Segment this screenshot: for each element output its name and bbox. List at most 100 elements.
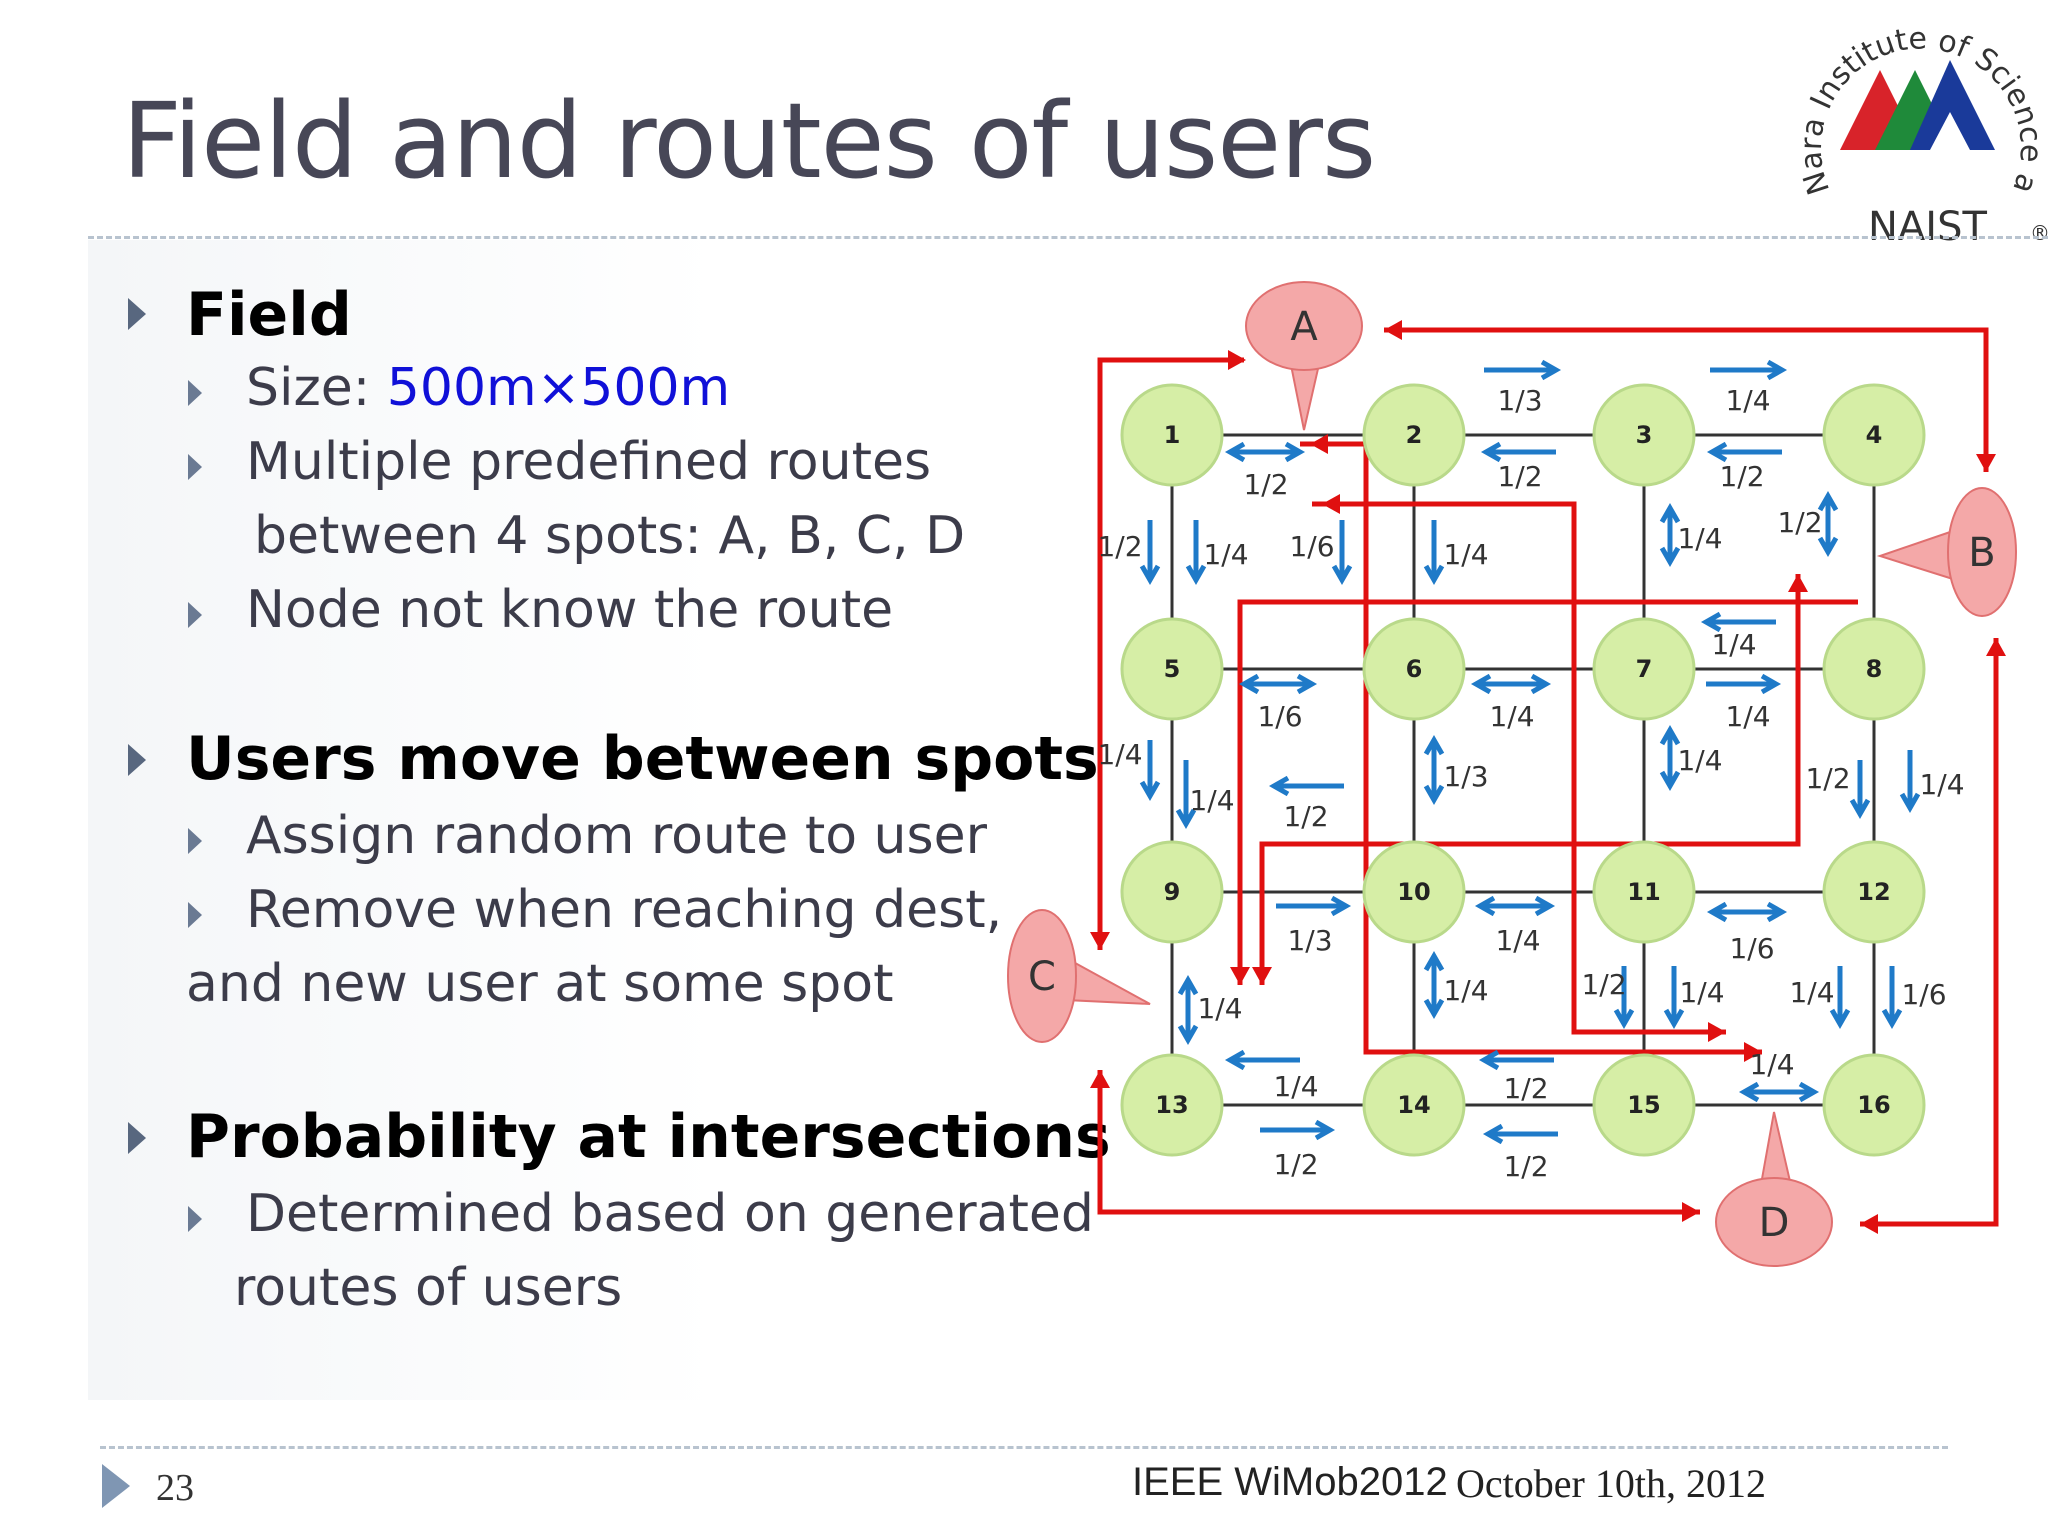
probability-label: 1/6 <box>1257 700 1302 733</box>
red-arrowhead <box>1090 932 1110 950</box>
node-circle <box>1822 1053 1926 1157</box>
spot-callout-tail <box>1065 956 1151 1005</box>
sub-bullet-marker <box>188 828 202 854</box>
node-circle <box>1822 840 1926 944</box>
probability-label: 1/4 <box>1677 744 1722 777</box>
probability-arrowhead <box>1284 441 1306 463</box>
spot-label: C <box>1028 954 1056 1000</box>
probability-label: 1/4 <box>1197 992 1242 1025</box>
node-circle <box>1592 383 1696 487</box>
bullet-marker <box>128 298 146 330</box>
probability-arrowhead <box>1530 673 1552 695</box>
red-arrowhead <box>1252 967 1272 985</box>
node-label: 13 <box>1155 1091 1188 1119</box>
sub-bullet-marker <box>188 602 202 628</box>
red-arrowhead <box>1230 967 1250 985</box>
red-arrowhead <box>1744 1042 1762 1062</box>
node-circle <box>1592 840 1696 944</box>
red-arrowhead <box>1788 574 1808 592</box>
bullet-remove-line2: and new user at some spot <box>186 954 894 1014</box>
probability-label: 1/2 <box>1497 460 1542 493</box>
probability-arrowhead <box>1296 673 1318 695</box>
probability-label: 1/4 <box>1443 538 1488 571</box>
probability-arrowhead <box>1470 673 1492 695</box>
probability-label: 1/4 <box>1443 974 1488 1007</box>
red-route-line <box>1097 357 1244 950</box>
probability-arrowhead <box>1540 359 1562 381</box>
page-number: 23 <box>156 1467 194 1509</box>
probability-arrowhead <box>1760 673 1782 695</box>
bullet-marker <box>128 1122 146 1154</box>
probability-arrowhead <box>1659 724 1681 746</box>
node-label: 2 <box>1406 421 1423 449</box>
probability-label: 1/2 <box>1777 506 1822 539</box>
red-arrowhead <box>1384 320 1402 340</box>
content-background <box>88 240 988 1400</box>
node-label: 11 <box>1627 878 1660 906</box>
probability-label: 1/4 <box>1489 700 1534 733</box>
spot-label: D <box>1759 1200 1790 1246</box>
bullet-prob-heading: Probability at intersections <box>186 1102 1111 1172</box>
probability-arrowhead <box>1482 1123 1504 1145</box>
probability-label: 1/4 <box>1679 976 1724 1009</box>
bullet-determined-line2: routes of users <box>234 1258 623 1318</box>
probability-arrowhead <box>1766 359 1788 381</box>
probability-arrowhead <box>1423 784 1445 806</box>
probability-label: 1/2 <box>1097 530 1142 563</box>
probability-arrowhead <box>1268 775 1290 797</box>
footer-marker-icon <box>102 1464 130 1508</box>
red-arrowhead <box>1310 434 1328 454</box>
logo-name: NAIST <box>1868 204 1987 250</box>
probability-label: 1/4 <box>1789 976 1834 1009</box>
bullet-routes-line2: between 4 spots: A, B, C, D <box>254 506 966 566</box>
red-arrowhead <box>1682 1202 1700 1222</box>
bullet-field-heading: Field <box>186 280 352 350</box>
probability-label: 1/2 <box>1243 468 1288 501</box>
bullet-node: Node not know the route <box>246 580 894 640</box>
red-arrowhead <box>1228 350 1246 370</box>
probability-label: 1/4 <box>1273 1070 1318 1103</box>
probability-arrowhead <box>1659 502 1681 524</box>
probability-arrowhead <box>1139 780 1161 802</box>
footer-date: October 10th, 2012 <box>1456 1461 1766 1506</box>
probability-arrowhead <box>1177 974 1199 996</box>
probability-arrowhead <box>1817 536 1839 558</box>
probability-arrowhead <box>1224 1049 1246 1071</box>
probability-arrowhead <box>1534 895 1556 917</box>
probability-label: 1/4 <box>1097 738 1142 771</box>
probability-label: 1/2 <box>1503 1150 1548 1183</box>
probability-arrowhead <box>1881 1008 1903 1030</box>
red-arrowhead <box>1708 1022 1726 1042</box>
sub-bullet-marker <box>188 902 202 928</box>
red-route-line <box>1860 638 1999 1227</box>
node-label: 1 <box>1164 421 1181 449</box>
probability-arrowhead <box>1330 895 1352 917</box>
red-arrowhead <box>1322 494 1340 514</box>
probability-label: 1/3 <box>1287 924 1332 957</box>
probability-arrowhead <box>1423 998 1445 1020</box>
probability-arrowhead <box>1700 611 1722 633</box>
probability-label: 1/2 <box>1283 800 1328 833</box>
node-circle <box>1362 1053 1466 1157</box>
probability-arrowhead <box>1314 1119 1336 1141</box>
red-route-line <box>1300 441 1762 1055</box>
red-route-line <box>1312 501 1726 1035</box>
probability-label: 1/4 <box>1495 924 1540 957</box>
node-label: 12 <box>1857 878 1890 906</box>
probability-label: 1/3 <box>1443 760 1488 793</box>
probability-label: 1/4 <box>1203 538 1248 571</box>
red-arrowhead <box>1090 1070 1110 1088</box>
spot-label: A <box>1290 304 1318 350</box>
sub-bullet-marker <box>188 454 202 480</box>
title-divider <box>88 236 2048 239</box>
probability-label: 1/4 <box>1749 1048 1794 1081</box>
node-label: 3 <box>1636 421 1653 449</box>
naist-logo: Nara Institute of Science and Technology… <box>1780 0 2048 250</box>
probability-arrows <box>1139 359 1921 1145</box>
probability-arrowhead <box>1706 441 1728 463</box>
bullet-users-heading: Users move between spots <box>186 724 1099 794</box>
